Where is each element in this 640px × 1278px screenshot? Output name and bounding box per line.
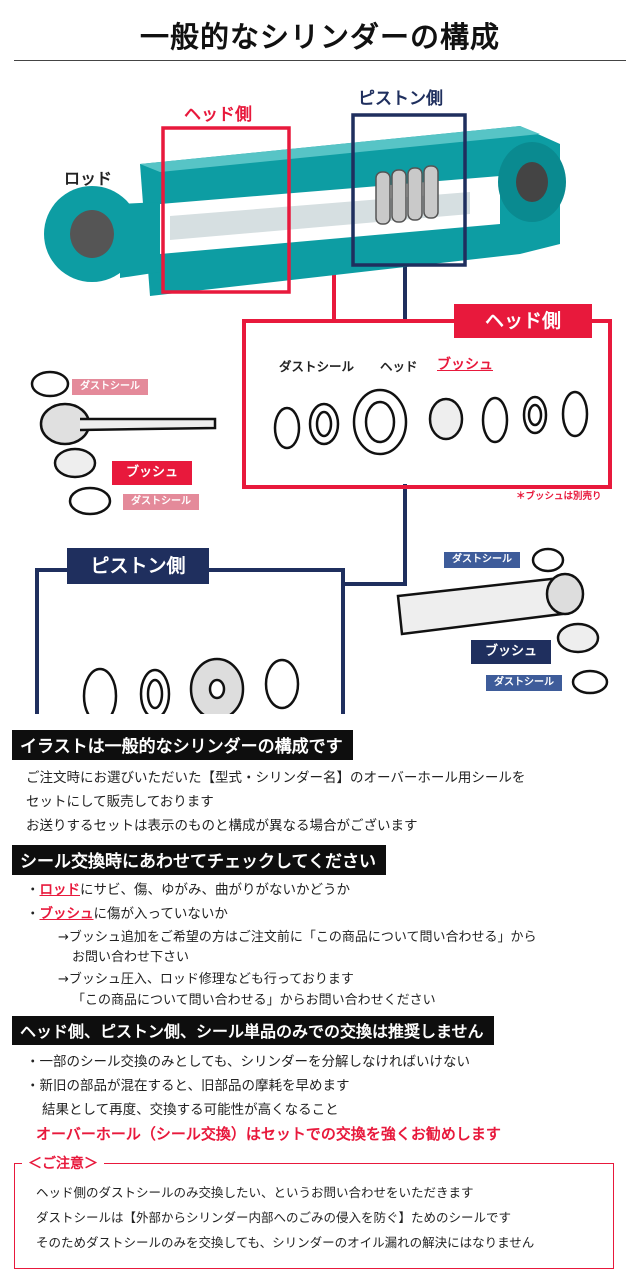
page-title: 一般的なシリンダーの構成 bbox=[139, 20, 500, 54]
notice-line-1: ヘッド側のダストシールのみ交換したい、というお問い合わせをいただきます bbox=[36, 1185, 474, 1200]
check-item-rod: ・ロッドにサビ、傷、ゆがみ、曲がりがないかどうか bbox=[26, 882, 350, 898]
notice-line-2: ダストシールは【外部からシリンダー内部へのごみの侵入を防ぐ】ためのシールです bbox=[36, 1210, 512, 1225]
piston-parts-title: ピストン側 bbox=[67, 548, 209, 584]
head-parts-frame bbox=[242, 319, 612, 489]
rod-label: ロッド bbox=[64, 169, 113, 188]
notice-title: ＜ご注意＞ bbox=[22, 1153, 104, 1173]
sub-note-2-line-2: 「この商品について問い合わせる」からお問い合わせください bbox=[72, 993, 436, 1008]
section3-heading: ヘッド側、ピストン側、シール単品のみでの交換は推奨しません bbox=[12, 1016, 494, 1045]
piston-side-label: ピストン側 bbox=[358, 89, 443, 109]
check-item-bush: ・ブッシュに傷が入っていないか bbox=[26, 906, 228, 922]
sub-note-1-line-2: お問い合わせ下さい bbox=[72, 950, 190, 965]
right-dust-seal-top-tag: ダストシール bbox=[444, 552, 520, 568]
title-divider bbox=[14, 60, 626, 61]
head-parts-title: ヘッド側 bbox=[454, 304, 592, 338]
left-dust-seal-bottom-tag: ダストシール bbox=[123, 494, 199, 510]
left-bush-tag: ブッシュ bbox=[112, 461, 192, 485]
head-parts bbox=[273, 388, 589, 456]
piston-connector-line-2 bbox=[343, 484, 407, 586]
section2-heading: シール交換時にあわせてチェックしてください bbox=[12, 845, 386, 875]
head-side-frame bbox=[161, 126, 291, 294]
left-dust-seal-top-tag: ダストシール bbox=[72, 379, 148, 395]
head-dust-seal-label: ダストシール bbox=[279, 359, 355, 374]
sub-note-2-line-1: →ブッシュ圧入、ロッド修理なども行っております bbox=[58, 972, 354, 987]
left-part-illustration bbox=[30, 370, 217, 516]
right-dust-seal-bottom-tag: ダストシール bbox=[486, 675, 562, 691]
overhaul-recommendation: オーバーホール（シール交換）はセットでの交換を強くお勧めします bbox=[36, 1125, 501, 1143]
head-connector-line bbox=[290, 271, 336, 319]
right-part-illustration bbox=[396, 547, 609, 695]
cylinder-illustration bbox=[44, 126, 566, 296]
cylinder-diagram bbox=[30, 113, 612, 714]
head-side-label: ヘッド側 bbox=[184, 105, 252, 125]
section3-line-1: ・一部のシール交換のみとしても、シリンダーを分解しなければいけない bbox=[26, 1054, 471, 1070]
rod-keyword: ロッド bbox=[39, 882, 81, 898]
piston-parts bbox=[82, 657, 300, 714]
notice-line-3: そのためダストシールのみを交換しても、シリンダーのオイル漏れの解決にはなりません bbox=[36, 1235, 535, 1250]
head-bush-label: ブッシュ bbox=[437, 357, 493, 373]
right-bush-tag: ブッシュ bbox=[471, 640, 551, 664]
section3-line-3: 結果として再度、交換する可能性が高くなること bbox=[42, 1102, 339, 1118]
section1-line-1: ご注文時にお選びいただいた【型式・シリンダー名】のオーバーホール用シールを bbox=[26, 770, 526, 786]
notice-box bbox=[14, 1163, 614, 1269]
piston-side-frame bbox=[351, 113, 467, 267]
sub-note-1-line-1: →ブッシュ追加をご希望の方はご注文前に「この商品について問い合わせる」から bbox=[58, 930, 537, 945]
head-label: ヘッド bbox=[380, 359, 418, 374]
section1-line-2: セットにして販売しております bbox=[26, 794, 214, 810]
bush-keyword: ブッシュ bbox=[39, 906, 94, 922]
section1-line-3: お送りするセットは表示のものと構成が異なる場合がございます bbox=[26, 818, 418, 834]
section3-line-2: ・新旧の部品が混在すると、旧部品の摩耗を早めます bbox=[26, 1078, 350, 1094]
bush-sold-separately-note: ＊ブッシュは別売り bbox=[516, 491, 602, 502]
section1-heading: イラストは一般的なシリンダーの構成です bbox=[12, 730, 353, 760]
